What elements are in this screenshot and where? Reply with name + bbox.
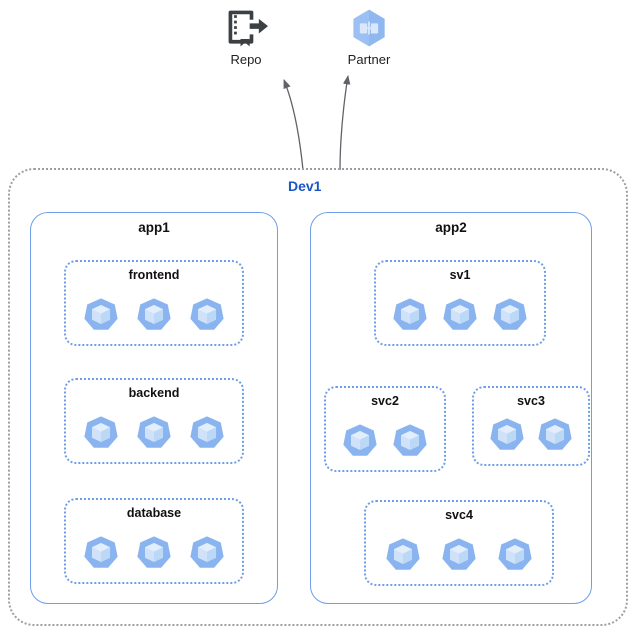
pod-svc2-1[interactable] bbox=[341, 422, 379, 460]
pod-database-1[interactable] bbox=[82, 534, 120, 572]
pod-database-3[interactable] bbox=[188, 534, 226, 572]
pod-svc3-1[interactable] bbox=[488, 416, 526, 454]
service-title-database: database bbox=[126, 506, 182, 520]
service-box-svc3[interactable] bbox=[472, 386, 590, 466]
service-title-svc3: svc3 bbox=[517, 394, 545, 408]
pod-backend-1[interactable] bbox=[82, 414, 120, 452]
application-title-app1: app1 bbox=[138, 220, 170, 235]
external-node-repo-label: Repo bbox=[230, 52, 262, 67]
environment-title-dev1: Dev1 bbox=[288, 178, 322, 194]
external-node-partner-label: Partner bbox=[347, 52, 391, 67]
pod-svc4-2[interactable] bbox=[440, 536, 478, 574]
pod-svc2-2[interactable] bbox=[391, 422, 429, 460]
pod-svc4-3[interactable] bbox=[496, 536, 534, 574]
environment-box-dev1[interactable] bbox=[8, 168, 628, 626]
application-title-app2: app2 bbox=[435, 220, 467, 235]
pod-backend-2[interactable] bbox=[135, 414, 173, 452]
service-title-backend: backend bbox=[128, 386, 180, 400]
pod-sv1-1[interactable] bbox=[391, 296, 429, 334]
pod-database-2[interactable] bbox=[135, 534, 173, 572]
arrow-dev1-to-repo bbox=[283, 79, 304, 171]
pod-frontend-3[interactable] bbox=[188, 296, 226, 334]
external-node-repo[interactable]: Repo bbox=[224, 6, 268, 67]
pod-sv1-3[interactable] bbox=[491, 296, 529, 334]
pod-svc4-1[interactable] bbox=[384, 536, 422, 574]
repo-icon bbox=[228, 10, 268, 47]
service-title-frontend: frontend bbox=[128, 268, 180, 282]
service-box-svc2[interactable] bbox=[324, 386, 446, 472]
service-title-svc4: svc4 bbox=[445, 508, 473, 522]
arrow-dev1-to-partner bbox=[339, 74, 351, 171]
pod-backend-3[interactable] bbox=[188, 414, 226, 452]
partner-hexagon-icon bbox=[353, 9, 385, 47]
external-node-partner[interactable]: Partner bbox=[347, 6, 391, 67]
pod-frontend-1[interactable] bbox=[82, 296, 120, 334]
service-title-sv1: sv1 bbox=[449, 268, 471, 282]
pod-sv1-2[interactable] bbox=[441, 296, 479, 334]
pod-frontend-2[interactable] bbox=[135, 296, 173, 334]
service-title-svc2: svc2 bbox=[371, 394, 399, 408]
pod-svc3-2[interactable] bbox=[536, 416, 574, 454]
